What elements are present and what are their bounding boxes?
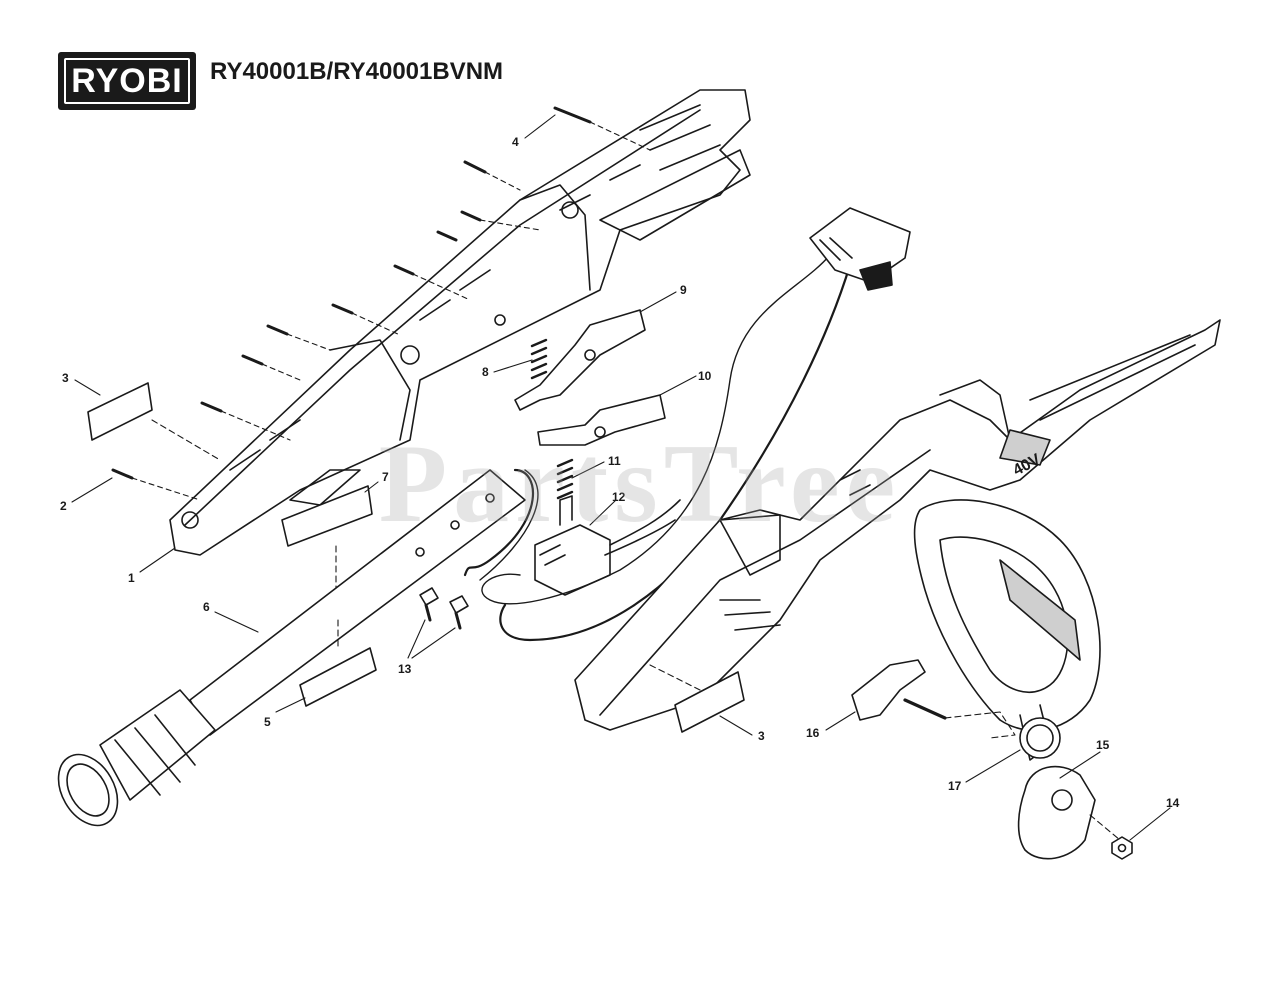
trigger-part bbox=[514, 309, 646, 411]
callout-7: 7 bbox=[382, 470, 389, 484]
callout-3-right: 3 bbox=[758, 729, 765, 743]
loop-handle-part bbox=[913, 499, 1101, 761]
label-part-left bbox=[87, 382, 221, 461]
spring-part bbox=[530, 338, 548, 380]
callout-15: 15 bbox=[1096, 738, 1110, 752]
callout-8: 8 bbox=[482, 365, 489, 379]
callout-numbers: 1 2 3 4 5 6 7 8 9 10 11 12 13 14 15 16 1… bbox=[60, 135, 1180, 810]
housing-upper-part bbox=[169, 89, 751, 556]
callout-4: 4 bbox=[512, 135, 519, 149]
callout-17: 17 bbox=[948, 779, 962, 793]
tube-part bbox=[57, 469, 526, 827]
brand-logo-text: RYOBI bbox=[71, 61, 183, 100]
lockoff-part bbox=[537, 394, 666, 446]
switch-part bbox=[534, 495, 681, 596]
callout-11: 11 bbox=[608, 454, 621, 468]
wires-part bbox=[463, 468, 539, 581]
screws-part bbox=[111, 106, 651, 501]
callout-13: 13 bbox=[398, 662, 412, 676]
label-part-tube bbox=[281, 485, 373, 591]
clamp-bracket-part bbox=[1017, 765, 1121, 860]
logo-border bbox=[64, 58, 190, 104]
spring-part-lower bbox=[556, 458, 574, 500]
callout-14: 14 bbox=[1166, 796, 1180, 810]
callout-6: 6 bbox=[203, 600, 210, 614]
label-part-right bbox=[649, 664, 745, 733]
callout-10: 10 bbox=[698, 369, 712, 383]
callout-16: 16 bbox=[806, 726, 820, 740]
main-handle-part bbox=[574, 319, 1221, 731]
nut-part bbox=[1111, 836, 1133, 860]
brand-logo: RYOBI bbox=[58, 52, 196, 110]
knob-bolt-part bbox=[851, 659, 1016, 739]
model-title: RY40001B/RY40001BVNM bbox=[210, 58, 504, 85]
callout-5: 5 bbox=[264, 715, 271, 729]
screws-part-small bbox=[419, 587, 469, 630]
hub-part bbox=[1019, 717, 1061, 759]
callout-12: 12 bbox=[612, 490, 626, 504]
leader-lines bbox=[71, 114, 1171, 841]
callout-9: 9 bbox=[680, 283, 687, 297]
callout-1: 1 bbox=[128, 571, 135, 585]
callout-2: 2 bbox=[60, 499, 67, 513]
callout-3-left: 3 bbox=[62, 371, 69, 385]
